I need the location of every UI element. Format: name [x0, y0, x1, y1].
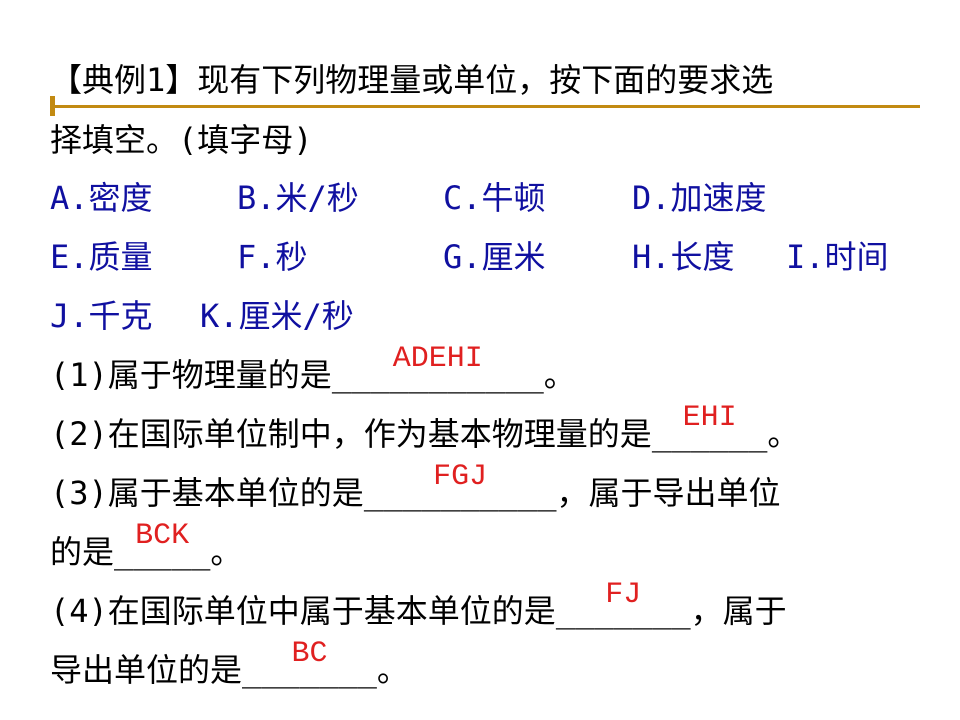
question-3b: 的是_____BCK。: [50, 519, 243, 571]
option-a: A.密度: [50, 179, 153, 217]
question-4-end: ，属于: [690, 592, 787, 630]
question-4b-text: 导出单位的是: [50, 651, 243, 689]
title-rule: [50, 105, 920, 108]
question-2-text: (2)在国际单位制中，作为基本物理量的是: [50, 415, 652, 453]
question-3-text: (3)属于基本单位的是: [50, 474, 364, 512]
question-4b-end: 。: [376, 651, 409, 689]
question-2-answer: EHI: [682, 401, 737, 435]
option-k: K.厘米/秒: [200, 297, 354, 335]
option-e: E.质量: [50, 238, 153, 276]
option-f: F.秒: [237, 238, 308, 276]
question-3b-answer: BCK: [135, 519, 190, 553]
question-1-answer: ADEHI: [392, 342, 483, 376]
option-h: H.长度: [632, 238, 735, 276]
question-3: (3)属于基本单位的是__________FGJ，属于导出单位: [50, 460, 781, 512]
question-1: (1)属于物理量的是___________ADEHI。: [50, 342, 576, 394]
question-2-blank: ______EHI: [651, 401, 768, 453]
option-d: D.加速度: [632, 179, 767, 217]
example-title: 【典例1】现有下列物理量或单位，按下面的要求选: [50, 61, 774, 99]
option-i: I.时间: [786, 238, 889, 276]
question-1-end: 。: [543, 356, 576, 394]
option-j: J.千克: [50, 297, 153, 335]
option-c: C.牛顿: [443, 179, 546, 217]
question-4b: 导出单位的是_______BC。: [50, 637, 409, 689]
question-3b-blank: _____BCK: [114, 519, 211, 571]
question-4-answer: FJ: [605, 578, 642, 612]
question-4-text: (4)在国际单位中属于基本单位的是: [50, 592, 556, 630]
question-3b-end: 。: [210, 533, 243, 571]
question-2-end: 。: [767, 415, 800, 453]
example-title-cont: 择填空。(填字母): [50, 121, 313, 159]
question-4b-blank: _______BC: [242, 637, 377, 689]
question-1-blank: ___________ADEHI: [331, 342, 544, 394]
question-3-answer: FGJ: [433, 460, 488, 494]
question-4b-answer: BC: [291, 637, 328, 671]
question-4-blank: _______FJ: [555, 578, 691, 630]
question-2: (2)在国际单位制中，作为基本物理量的是______EHI。: [50, 401, 800, 453]
option-g: G.厘米: [443, 238, 546, 276]
question-1-text: (1)属于物理量的是: [50, 356, 332, 394]
question-3-blank: __________FGJ: [363, 460, 557, 512]
question-3-end: ，属于导出单位: [556, 474, 781, 512]
question-4: (4)在国际单位中属于基本单位的是_______FJ，属于: [50, 578, 787, 630]
question-3b-text: 的是: [50, 533, 115, 571]
option-b: B.米/秒: [237, 179, 359, 217]
